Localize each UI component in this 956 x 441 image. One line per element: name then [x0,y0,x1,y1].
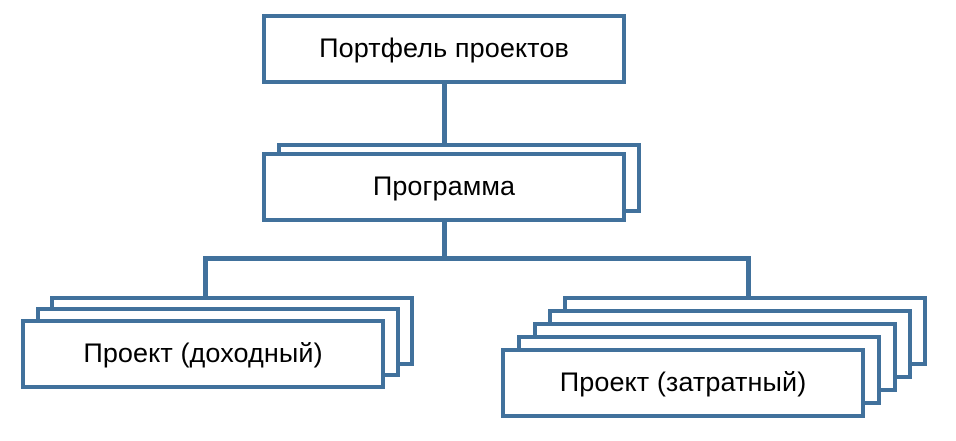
edge-bus-to-project-cost [746,256,751,297]
node-project-cost-stack[interactable]: Проект (затратный) [501,296,931,422]
node-portfolio-label: Портфель проектов [319,33,569,64]
node-program-label: Программа [372,171,516,202]
node-project-income-label: Проект (доходный) [83,338,323,369]
node-program-face[interactable]: Программа [262,152,626,222]
node-portfolio[interactable]: Портфель проектов [262,14,626,84]
edge-children-bus [203,256,751,261]
node-project-income-face[interactable]: Проект (доходный) [21,319,385,389]
node-program-stack[interactable]: Программа [262,143,644,225]
edge-program-drop [442,222,447,258]
edge-bus-to-project-income [203,256,208,299]
node-project-income-stack[interactable]: Проект (доходный) [21,296,421,394]
node-project-cost-label: Проект (затратный) [559,367,807,398]
node-project-cost-face[interactable]: Проект (затратный) [501,348,865,418]
edge-portfolio-to-program [442,84,447,153]
